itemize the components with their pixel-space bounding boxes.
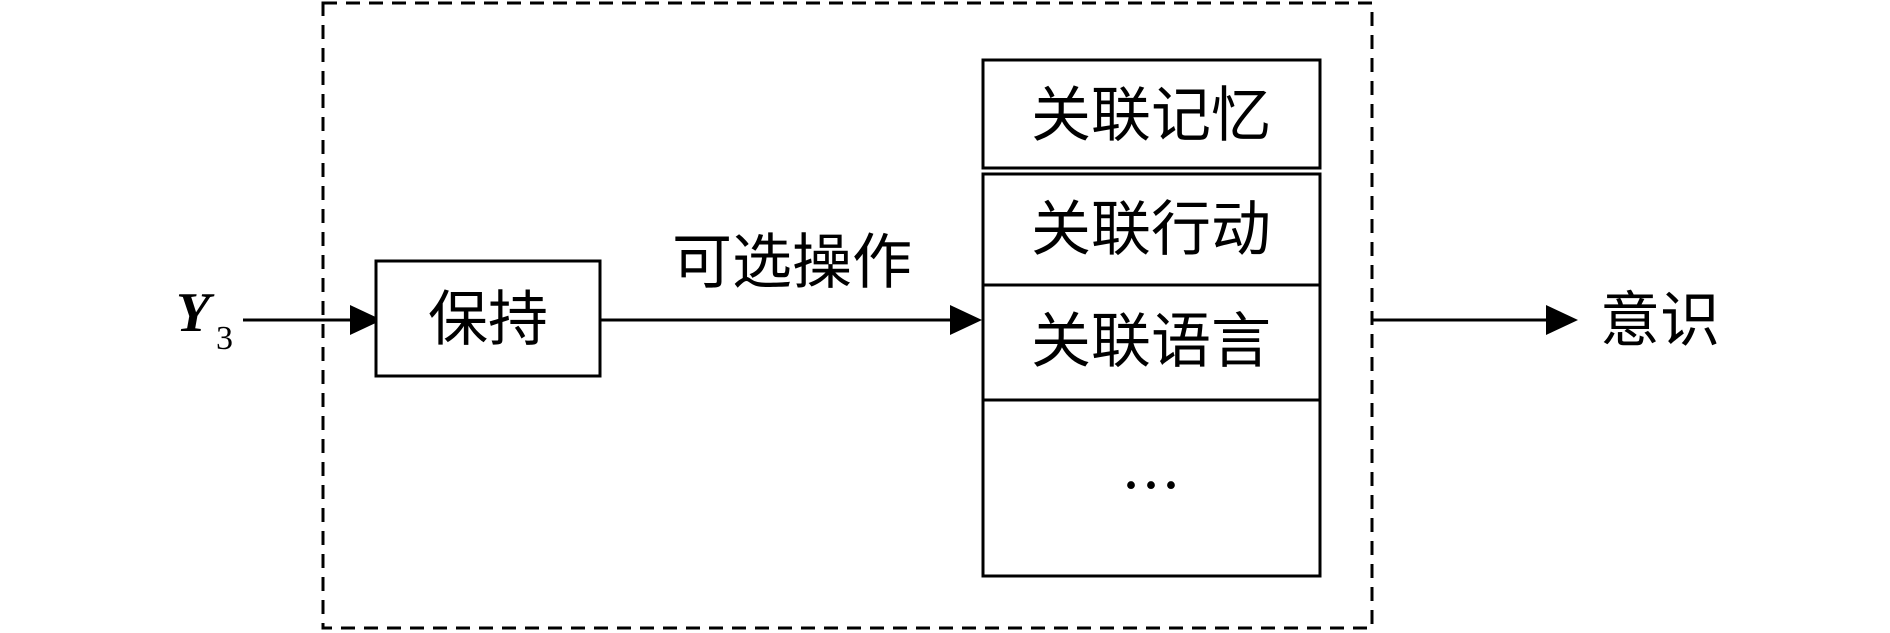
stack-label-associated-memory: 关联记忆 xyxy=(1031,81,1271,151)
association-stack: 关联记忆 关联行动 关联语言 … xyxy=(981,58,1322,578)
hold-box-label: 保持 xyxy=(428,285,548,355)
output-arrow xyxy=(1372,305,1578,335)
stack-row-associated-action xyxy=(981,172,1322,287)
stack-row-associated-memory xyxy=(981,58,1322,170)
stack-label-associated-language: 关联语言 xyxy=(1031,307,1271,377)
optional-operation-arrow xyxy=(600,305,982,335)
stack-label-associated-action: 关联行动 xyxy=(1031,195,1271,265)
stack-label-ellipsis: … xyxy=(1121,433,1181,503)
input-variable: Y xyxy=(176,282,215,344)
output-label: 意识 xyxy=(1600,286,1720,356)
input-subscript: 3 xyxy=(216,320,233,357)
stack-row-associated-language xyxy=(981,283,1322,402)
optional-operation-label: 可选操作 xyxy=(672,228,912,298)
input-arrow xyxy=(243,305,382,335)
dashed-boundary xyxy=(321,1,1374,630)
stack-row-ellipsis xyxy=(981,398,1322,578)
